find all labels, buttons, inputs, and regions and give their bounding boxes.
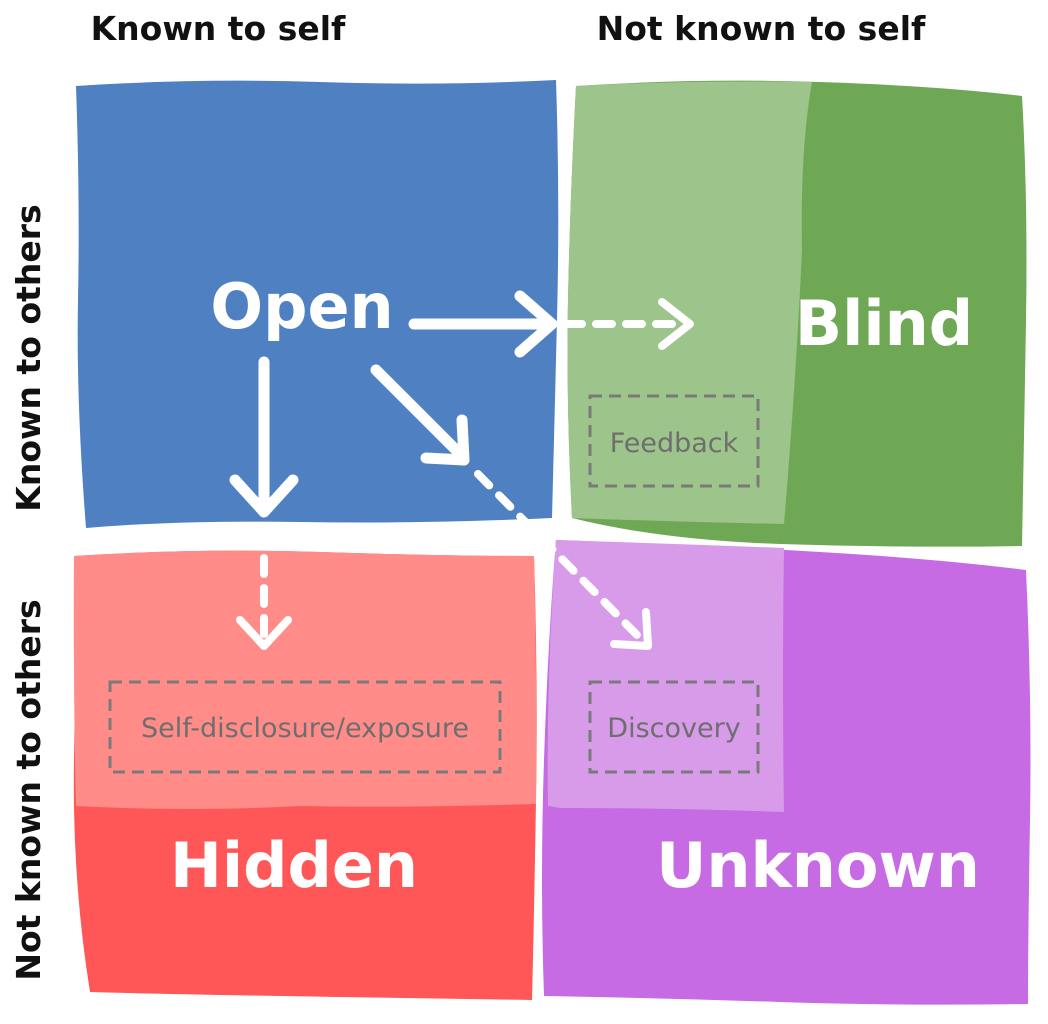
arrow-feedback-head — [658, 298, 694, 350]
column-label-not-known-to-self: Not known to self — [597, 9, 926, 48]
arrow-self-disclosure-head — [236, 616, 292, 650]
row-label-known-to-others: Known to others — [9, 204, 48, 511]
discovery-box — [588, 680, 760, 774]
arrow-open-to-unknown-dashed — [474, 470, 646, 644]
open-label: Open — [210, 270, 393, 343]
column-label-known-to-self: Known to self — [91, 9, 346, 48]
unknown-label: Unknown — [656, 829, 980, 902]
self-disclosure-box — [108, 680, 502, 774]
open-quadrant — [76, 80, 559, 528]
arrow-discovery-head — [610, 608, 652, 650]
discovery-label: Discovery — [607, 713, 740, 744]
blind-label: Blind — [795, 287, 973, 360]
row-label-not-known-to-others: Not known to others — [9, 599, 48, 980]
blind-quadrant-light-area — [567, 81, 812, 524]
feedback-box — [588, 394, 760, 488]
hidden-label: Hidden — [170, 829, 418, 902]
arrow-open-to-hidden-head — [229, 474, 299, 518]
arrow-open-to-blind-head — [514, 290, 558, 358]
feedback-label: Feedback — [610, 428, 739, 459]
self-disclosure-label: Self-disclosure/exposure — [141, 713, 469, 744]
arrow-open-to-unknown-solid — [370, 364, 468, 462]
arrow-open-to-unknown-head — [420, 414, 470, 466]
hidden-quadrant-light-area — [73, 550, 537, 809]
